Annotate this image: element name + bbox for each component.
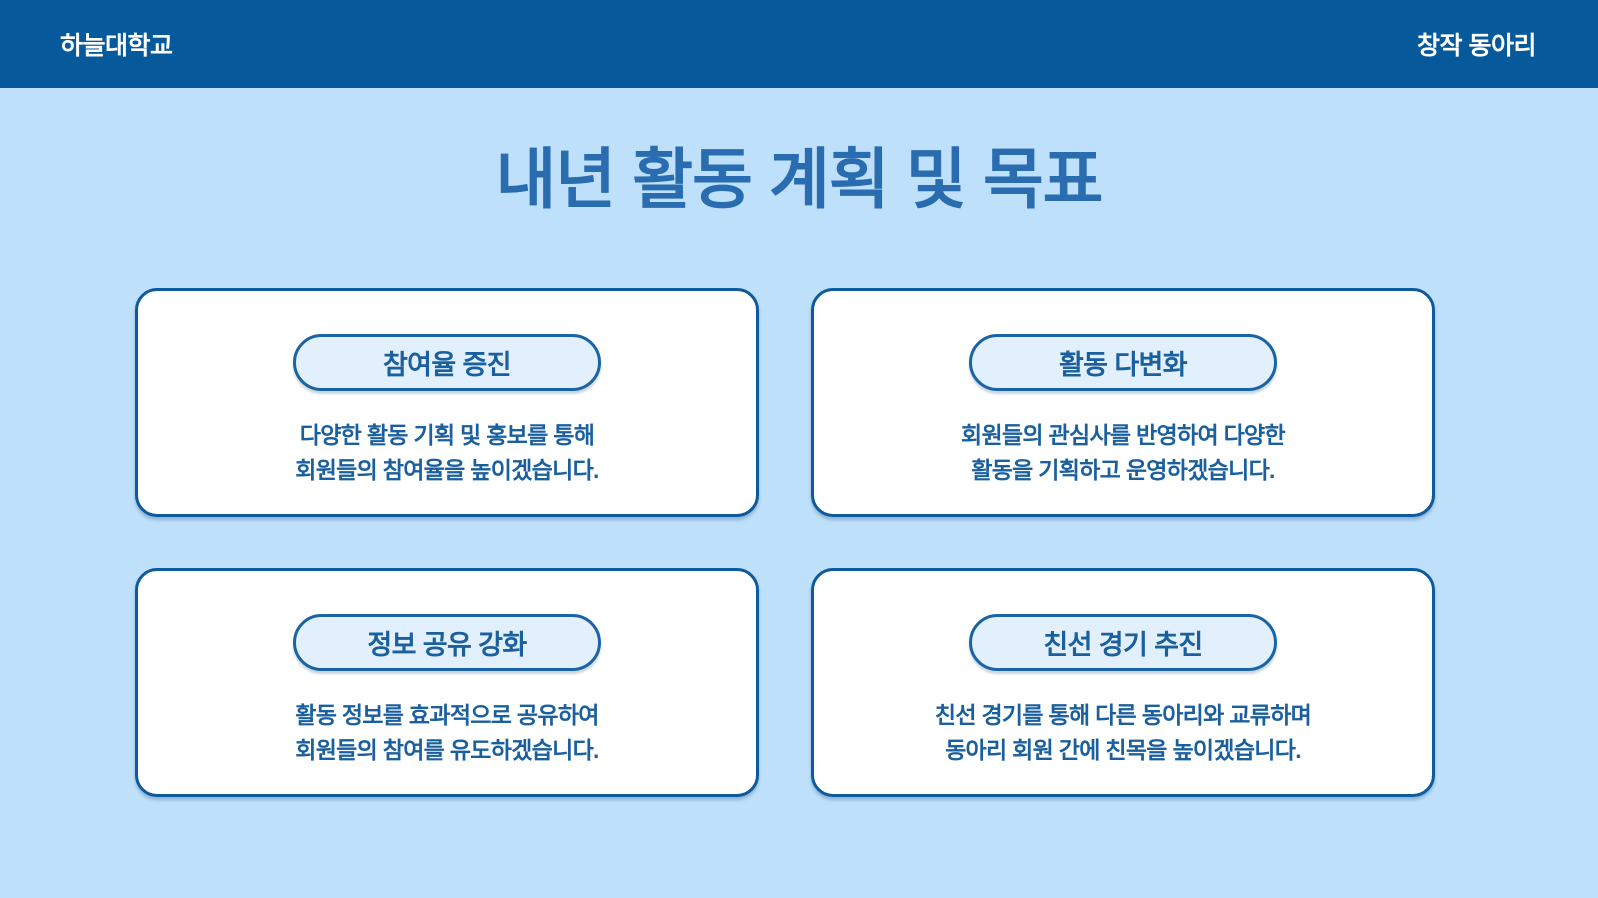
goal-card-4-description: 친선 경기를 통해 다른 동아리와 교류하며 동아리 회원 간에 친목을 높이겠… xyxy=(934,702,1312,763)
goal-card-3: 정보 공유 강화 활동 정보를 효과적으로 공유하여 회원들의 참여를 유도하겠… xyxy=(135,568,759,797)
club-label: 창작 동아리 xyxy=(1417,32,1536,60)
page-title: 내년 활동 계획 및 목표 xyxy=(495,142,1104,216)
goal-card-3-pill: 정보 공유 강화 xyxy=(293,614,601,671)
goal-card-1-pill: 참여율 증진 xyxy=(293,334,601,391)
goal-card-1-description: 다양한 활동 기획 및 홍보를 통해 회원들의 참여율을 높이겠습니다. xyxy=(295,422,599,483)
university-brand: 하늘대학교 xyxy=(60,32,173,60)
goal-card-2-pill: 활동 다변화 xyxy=(969,334,1277,391)
goal-card-4-pill: 친선 경기 추진 xyxy=(969,614,1277,671)
goal-card-4: 친선 경기 추진 친선 경기를 통해 다른 동아리와 교류하며 동아리 회원 간… xyxy=(811,568,1435,797)
goal-card-2: 활동 다변화 회원들의 관심사를 반영하여 다양한 활동을 기획하고 운영하겠습… xyxy=(811,288,1435,517)
goal-card-1: 참여율 증진 다양한 활동 기획 및 홍보를 통해 회원들의 참여율을 높이겠습… xyxy=(135,288,759,517)
page-header: 하늘대학교 창작 동아리 xyxy=(0,0,1598,88)
goal-card-2-description: 회원들의 관심사를 반영하여 다양한 활동을 기획하고 운영하겠습니다. xyxy=(961,422,1286,483)
goal-card-3-description: 활동 정보를 효과적으로 공유하여 회원들의 참여를 유도하겠습니다. xyxy=(295,702,599,763)
goal-card-grid: 참여율 증진 다양한 활동 기획 및 홍보를 통해 회원들의 참여율을 높이겠습… xyxy=(135,288,1435,797)
